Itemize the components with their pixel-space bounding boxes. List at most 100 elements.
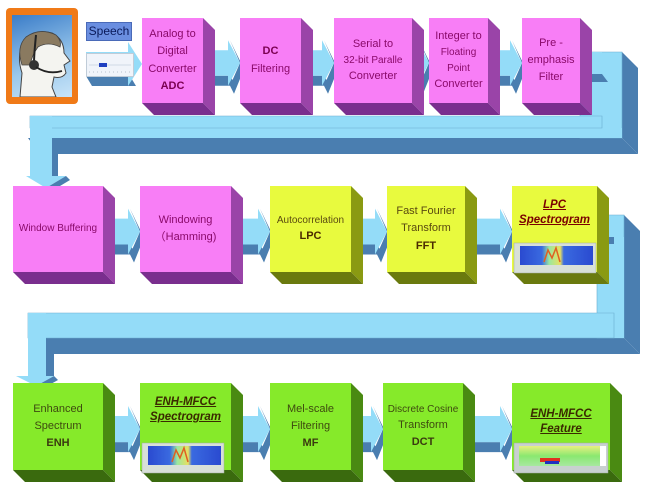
stage-label-line: Digital xyxy=(157,45,188,58)
flow-arrow xyxy=(471,208,512,255)
speech-label: Speech xyxy=(86,22,132,41)
stage-abbreviation: LPC xyxy=(299,230,322,243)
flow-arrow xyxy=(109,208,140,255)
stage-label-line: Transform xyxy=(401,222,451,235)
stage-label-line: 32-bit Paralle xyxy=(343,54,403,66)
box-side-right xyxy=(351,186,363,284)
arrow-head-shadow xyxy=(130,208,144,263)
stage-label-line: Enhanced xyxy=(33,402,83,415)
stage-abbreviation: DCT xyxy=(411,436,435,449)
box-side-right xyxy=(465,186,477,284)
flow-arrow xyxy=(357,406,383,453)
box-side-bottom xyxy=(240,103,313,115)
box-side-right xyxy=(103,186,115,284)
box-side-bottom xyxy=(387,272,477,284)
box-side-bottom xyxy=(140,272,243,284)
arrow-head-shadow xyxy=(230,40,244,94)
stage-label-line: Converter xyxy=(348,70,398,83)
waveform-thumbnail xyxy=(86,53,134,77)
stage-label-line: Autocorrelation xyxy=(276,214,345,226)
stage-abbreviation: FFT xyxy=(415,239,437,252)
person-headset-icon xyxy=(12,15,72,97)
flow-arrow xyxy=(307,40,334,86)
stage-label-line: Filter xyxy=(538,71,564,84)
box-side-bottom xyxy=(512,470,622,482)
stage-label-line: Spectrum xyxy=(34,419,82,432)
stage-label-line: Pre - xyxy=(539,36,563,49)
stage-label-line: emphasis xyxy=(527,53,575,66)
box-side-bottom xyxy=(13,470,115,482)
stage-abbreviation: ADC xyxy=(160,79,185,92)
box-side-right xyxy=(231,383,243,482)
box-side-right xyxy=(103,383,115,482)
stage-label-line: Filtering xyxy=(290,419,331,432)
box-side-right xyxy=(412,18,424,115)
stage-label-line: Analog to xyxy=(149,28,196,41)
stage-label-line: Converter xyxy=(434,78,483,90)
box-side-bottom xyxy=(522,103,592,115)
box-side-right xyxy=(580,18,592,115)
stage-abbreviation: DC xyxy=(262,45,279,58)
stage-label-line: Serial to xyxy=(352,37,394,50)
stage-box: Window Buffering xyxy=(13,186,103,272)
box-side-bottom xyxy=(270,470,363,482)
box-side-bottom xyxy=(512,272,609,284)
input-arrow-shadow xyxy=(86,76,136,86)
flow-arrow xyxy=(494,40,522,86)
stage-label-line: Discrete Cosine xyxy=(387,403,459,415)
stage-label-line: Floating Point xyxy=(440,47,477,74)
flow-arrow xyxy=(237,406,270,453)
stage-label-line: Filtering xyxy=(250,62,291,75)
stage-label-line: Window Buffering xyxy=(18,223,98,235)
arrow-shadow xyxy=(469,442,508,453)
flow-arrow xyxy=(237,208,270,255)
arrows-row3 xyxy=(109,406,516,461)
arrow-head-shadow xyxy=(502,208,516,263)
arrow-head-shadow xyxy=(502,406,516,461)
arrows-row2 xyxy=(109,208,516,263)
stage-label-line: Converter xyxy=(148,62,197,75)
elbow-connector-row1-row2 xyxy=(26,51,638,192)
arrow-head-shadow xyxy=(260,208,274,263)
flow-arrow xyxy=(209,40,240,86)
box-side-bottom xyxy=(270,272,363,284)
box-side-bottom xyxy=(334,103,424,115)
stage-title: Spectrogram xyxy=(150,410,221,423)
stage-box: ENH-MFCC Spectrogram xyxy=(140,383,231,470)
box-side-bottom xyxy=(13,272,115,284)
stage-box: ENH-MFCC Feature xyxy=(512,383,610,470)
box-side-right xyxy=(203,18,215,115)
stage-label-line: Fast Fourier xyxy=(396,205,456,218)
stage-box: LPC Spectrogram xyxy=(512,186,597,272)
box-side-right xyxy=(597,186,609,284)
stage-label-line: Transform xyxy=(398,419,448,432)
stage-title: ENH-MFCC xyxy=(154,396,217,408)
stage-label-line: Mel-scale xyxy=(286,402,335,415)
box-side-right xyxy=(488,18,500,115)
stage-title: ENH-MFCC Feature xyxy=(530,408,592,435)
box-side-bottom xyxy=(140,470,243,482)
box-3d-sides xyxy=(13,18,622,482)
box-side-bottom xyxy=(142,103,215,115)
arrow-head-shadow xyxy=(260,406,274,461)
stage-title: Spectrogram xyxy=(519,213,590,226)
box-side-right xyxy=(351,383,363,482)
box-side-right xyxy=(231,186,243,284)
stage-title: LPC xyxy=(543,199,566,211)
stage-box: Windowing（Hamming) xyxy=(140,186,231,272)
stage-label-line: （Hamming) xyxy=(154,231,217,243)
flow-arrow xyxy=(109,406,140,453)
box-side-right xyxy=(463,383,475,482)
stage-box: DC Filtering xyxy=(240,18,301,103)
stage-abbreviation: ENH xyxy=(46,437,70,450)
